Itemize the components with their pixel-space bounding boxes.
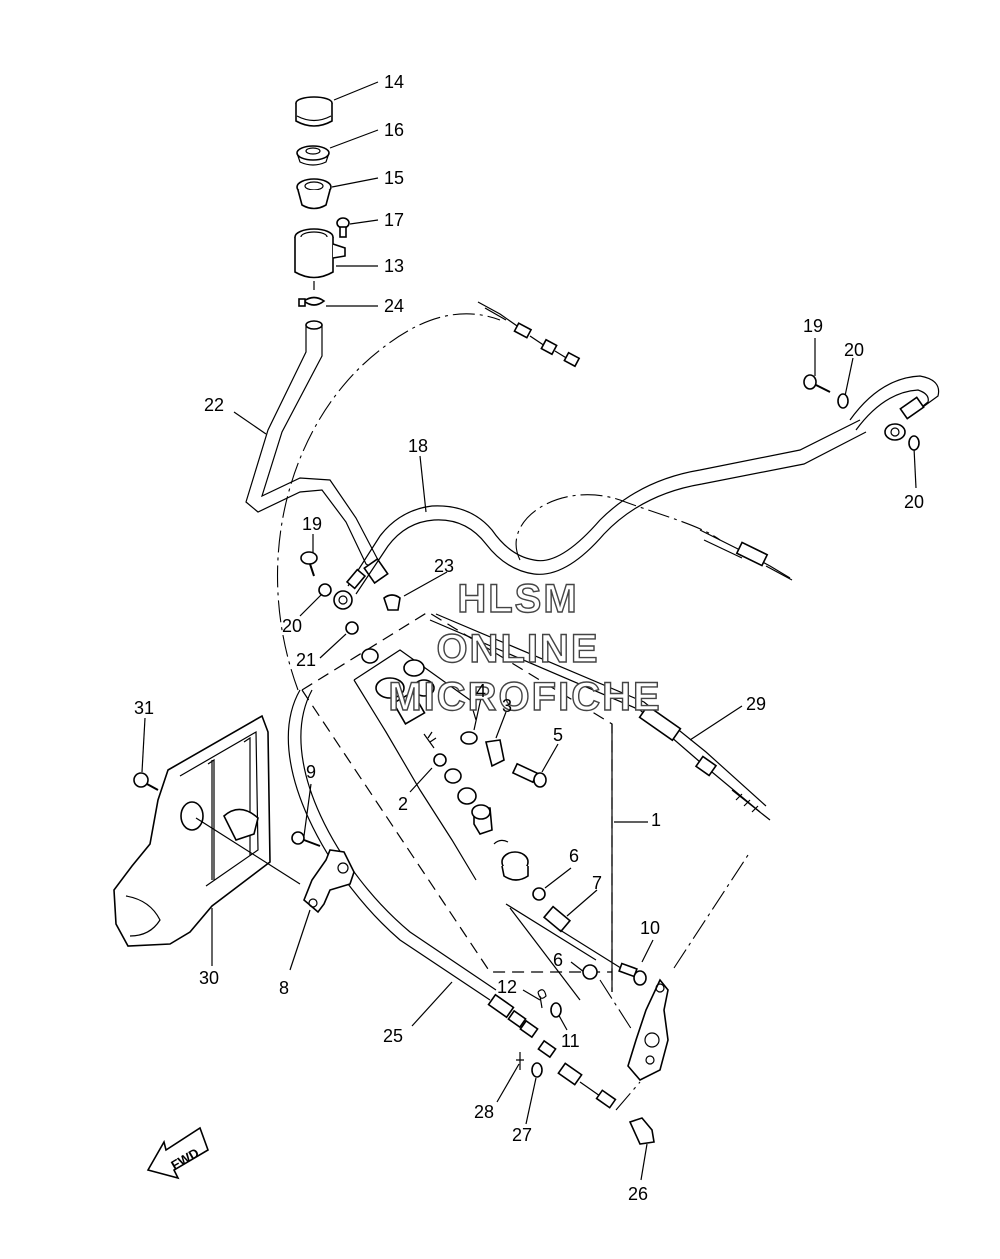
master-cylinder-body — [353, 648, 547, 881]
reservoir-diaphragm-plate — [296, 145, 330, 166]
callout-label: 16 — [384, 120, 404, 140]
callout-label: 9 — [306, 762, 316, 782]
callout-label: 21 — [296, 650, 316, 670]
callout-label: 19 — [302, 514, 322, 534]
watermark: HLSM ONLINE MICROFICHE — [388, 576, 661, 719]
callout-label: 31 — [134, 698, 154, 718]
callout-label: 5 — [553, 725, 563, 745]
brake-pedal-arm — [509, 851, 751, 1145]
callout-label: 20 — [282, 616, 302, 636]
callout-label: 13 — [384, 256, 404, 276]
callout-label: 30 — [199, 968, 219, 988]
callout-label: 23 — [434, 556, 454, 576]
hose-clip — [298, 296, 326, 307]
forward-arrow-icon: FWD — [146, 1126, 209, 1180]
long-cable — [515, 494, 793, 581]
reservoir-diaphragm — [296, 178, 332, 210]
bracket — [291, 831, 355, 914]
watermark-line-3: MICROFICHE — [388, 675, 661, 719]
callout-label: 18 — [408, 436, 428, 456]
callout-label: 20 — [904, 492, 924, 512]
brake-rod-cable — [287, 689, 617, 1109]
reservoir-tank — [294, 228, 346, 290]
callout-label: 17 — [384, 210, 404, 230]
callout-label: 25 — [383, 1026, 403, 1046]
callout-label: 20 — [844, 340, 864, 360]
upper-cable — [276, 301, 581, 691]
leader-lines — [141, 81, 917, 1181]
callout-label: 14 — [384, 72, 404, 92]
callout-label: 29 — [746, 694, 766, 714]
callout-label: 1 — [651, 810, 661, 830]
reservoir-screw — [336, 217, 350, 238]
callout-label: 22 — [204, 395, 224, 415]
master-cylinder-outline — [301, 611, 613, 992]
callout-label: 10 — [640, 918, 660, 938]
callout-label: 4 — [476, 681, 486, 701]
pushrod-assembly — [505, 887, 647, 986]
clip-and-washer — [537, 989, 562, 1018]
callout-label: 11 — [561, 1031, 580, 1051]
watermark-line-1: HLSM — [457, 577, 578, 621]
callout-labels: 14 16 15 17 13 24 22 19 20 20 18 19 23 2… — [134, 72, 924, 1204]
lower-right-cable — [429, 613, 771, 821]
callout-label: 15 — [384, 168, 404, 188]
callout-label: 6 — [569, 846, 579, 866]
callout-label: 19 — [803, 316, 823, 336]
callout-label: 6 — [553, 950, 563, 970]
callout-label: 8 — [279, 978, 289, 998]
callout-label: 12 — [497, 977, 517, 997]
reservoir-cap — [295, 96, 333, 127]
right-banjo-fitting — [803, 374, 940, 451]
callout-label: 28 — [474, 1102, 494, 1122]
callout-label: 2 — [398, 794, 408, 814]
callout-label: 7 — [592, 873, 602, 893]
watermark-line-2: ONLINE — [436, 627, 599, 671]
callout-label: 27 — [512, 1125, 532, 1145]
reservoir-hose — [245, 320, 389, 585]
brake-hose — [333, 419, 867, 610]
callout-label: 3 — [502, 696, 512, 716]
left-banjo-bolt — [300, 551, 401, 635]
callout-label: 26 — [628, 1184, 648, 1204]
callout-label: 24 — [384, 296, 404, 316]
heat-guard — [113, 714, 301, 947]
